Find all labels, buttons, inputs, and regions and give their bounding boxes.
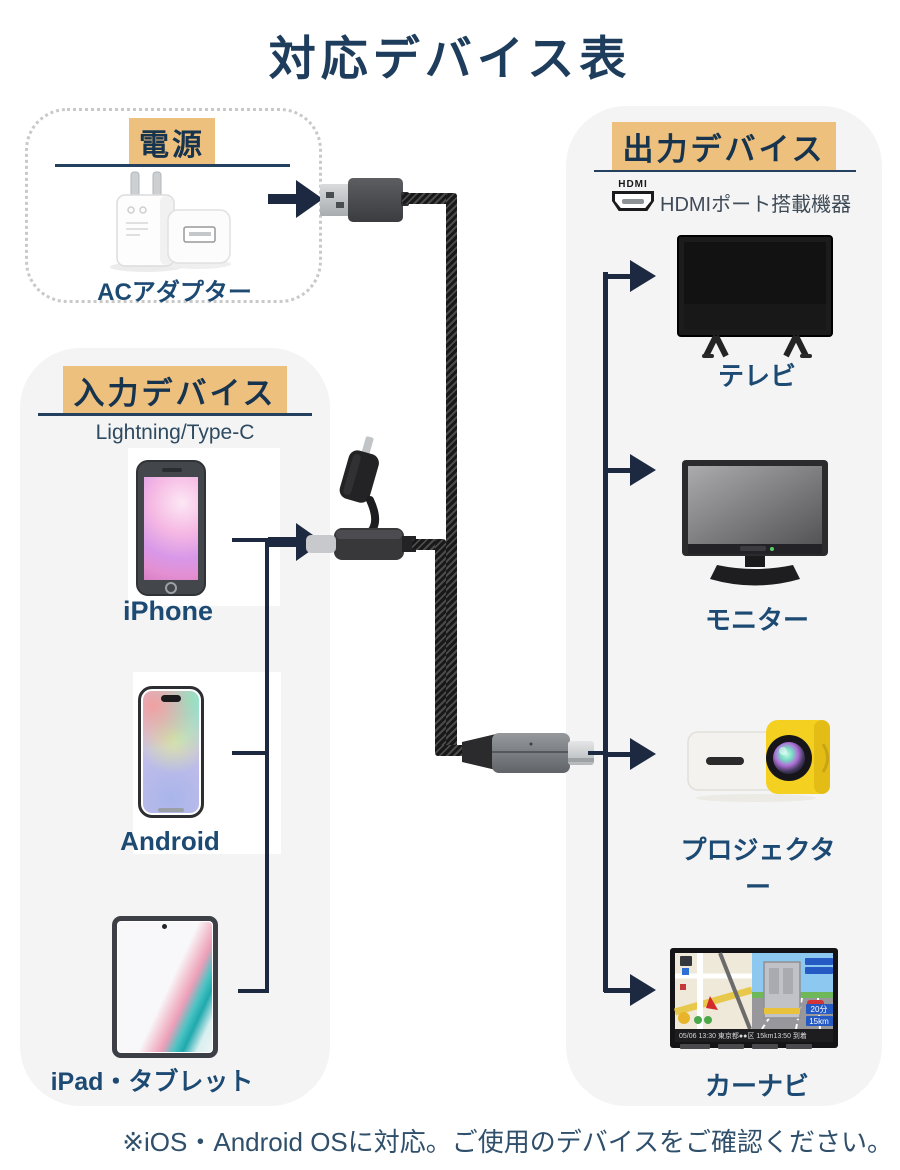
iphone-image (136, 460, 206, 596)
arrow-head (630, 738, 656, 770)
arrow-shaft (604, 987, 630, 993)
carnav-arrow-icon (604, 974, 656, 1006)
iphone-home-button (165, 582, 177, 594)
monitor-label: モニター (704, 605, 809, 635)
android-nav-bar (158, 808, 184, 812)
ipad-image (112, 916, 218, 1058)
output-bus-line (603, 272, 608, 992)
lightning-typec-connector-image (306, 436, 416, 560)
output-section-heading: 出力デバイス (566, 122, 882, 171)
ipad-label: iPad・タブレット (50, 1068, 254, 1096)
tv-label: テレビ (717, 361, 796, 391)
android-connector-line (232, 751, 265, 755)
hdmi-note: HDMIポート搭載機器 (660, 194, 852, 216)
cable-to-hdmi (435, 745, 480, 756)
input-cable (412, 539, 440, 550)
ipad-camera (162, 924, 167, 929)
power-divider (55, 164, 290, 167)
android-screen (143, 691, 199, 813)
input-cable-vertical (435, 539, 446, 755)
android-camera-cutout (161, 695, 181, 702)
android-image (138, 686, 204, 818)
tv-image (677, 235, 833, 358)
ipad-connector-line (238, 989, 269, 993)
power-arrow-icon (268, 180, 323, 218)
projector-image (687, 720, 830, 802)
arrow-shaft (268, 537, 296, 547)
hdmi-port-slot (622, 199, 644, 204)
ipad-screen (118, 922, 212, 1052)
hdmi-port-shape (612, 191, 654, 211)
output-heading-highlight: 出力デバイス (612, 122, 836, 171)
monitor-arrow-icon (604, 454, 656, 486)
arrow-head (630, 454, 656, 486)
arrow-shaft (604, 273, 630, 279)
main-cable (446, 193, 457, 755)
hdmi-logo-text: HDMI (618, 179, 648, 190)
projector-label: プロジェクター (680, 835, 836, 902)
usb-pin-hole (326, 192, 334, 198)
input-bus-line (265, 538, 269, 993)
iphone-speaker (162, 468, 182, 472)
iphone-connector-line (232, 538, 265, 542)
usb-a-plug-icon (320, 184, 349, 216)
ac-adapter-label: ACアダプター (97, 279, 252, 306)
ac-adapter-image (110, 171, 231, 272)
footnote: ※iOS・Android OSに対応。ご使用のデバイスをご確認ください。 (122, 1127, 893, 1157)
page-title: 対応デバイス表 (268, 32, 632, 85)
arrow-head (630, 260, 656, 292)
carnav-status-bar-text: 05/06 13:30 東京都●●区 15km13:50 到着 (679, 1031, 807, 1040)
arrow-shaft (604, 751, 630, 757)
input-section-heading: 入力デバイス (20, 366, 330, 415)
arrow-shaft (604, 467, 630, 473)
projector-arrow-icon (604, 738, 656, 770)
hdmi-connector-image (462, 733, 594, 773)
arrow-head (630, 974, 656, 1006)
power-heading-highlight: 電源 (129, 118, 215, 166)
tv-arrow-icon (604, 260, 656, 292)
arrow-shaft (268, 194, 296, 204)
usb-a-connector-body (348, 178, 403, 222)
carnav-image: 20分 15km 05/06 13:30 東京都●●区 15km13:50 到着 (670, 948, 838, 1049)
usb-pin-hole (336, 202, 344, 208)
carnav-distance-text: 15km (809, 1017, 829, 1026)
hdmi-to-bus-line (588, 751, 603, 755)
carnav-label: カーナビ (704, 1071, 809, 1101)
input-connector-type: Lightning/Type-C (95, 421, 255, 444)
hdmi-port-icon: HDMI (610, 179, 656, 211)
power-section-heading: 電源 (22, 118, 322, 166)
input-heading-highlight: 入力デバイス (63, 366, 287, 415)
input-divider (38, 413, 312, 416)
arrow-head (296, 180, 323, 218)
output-divider (594, 170, 856, 172)
monitor-image (682, 460, 828, 586)
carnav-eta-text: 20分 (811, 1005, 828, 1014)
iphone-screen (144, 477, 198, 580)
power-cable (402, 193, 452, 204)
iphone-label: iPhone (122, 596, 213, 626)
android-label: Android (120, 826, 220, 856)
